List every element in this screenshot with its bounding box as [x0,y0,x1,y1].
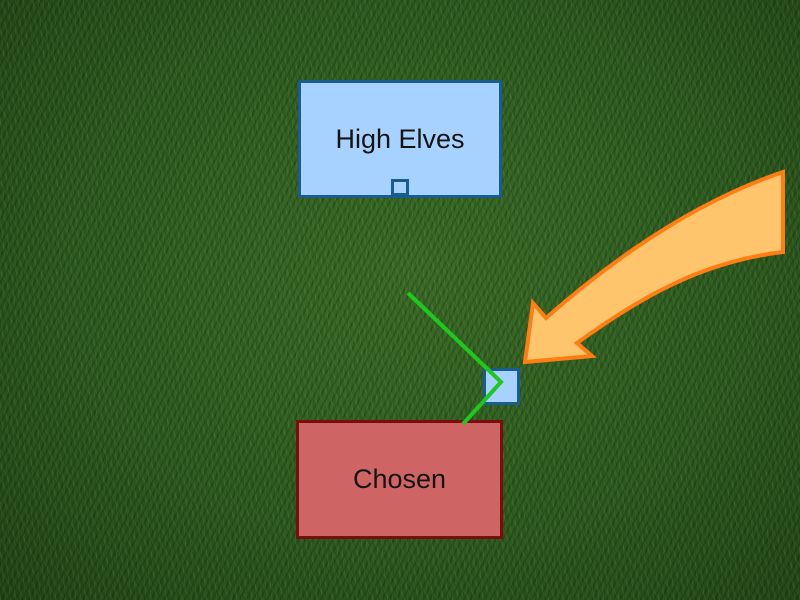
pointer-arrow-icon [522,169,785,365]
high-elves-label: High Elves [335,123,465,154]
chosen-label: Chosen [352,464,447,494]
chosen-node[interactable]: Chosen [296,420,503,539]
high-elves-output-port[interactable] [391,179,409,196]
high-elves-node[interactable]: High Elves [298,80,502,198]
connector-handle[interactable] [483,368,520,405]
